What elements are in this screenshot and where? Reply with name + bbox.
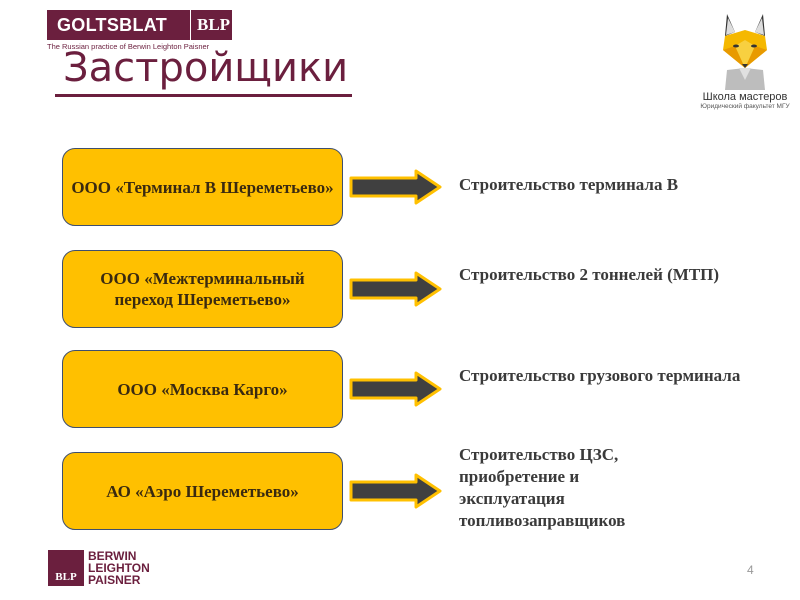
logo-subtitle: The Russian practice of Berwin Leighton … bbox=[47, 42, 210, 51]
blp-logo: BLP BERWIN LEIGHTON PAISNER bbox=[48, 550, 150, 586]
blp-line: LEIGHTON bbox=[88, 561, 150, 575]
logo-bar: GOLTSBLAT BLP bbox=[47, 10, 232, 40]
company-box: ООО «Москва Карго» bbox=[62, 350, 343, 428]
activity-text: Строительство 2 тоннелей (МТП) bbox=[459, 265, 720, 284]
developer-row: ООО «Межтерминальный переход Шереметьево… bbox=[62, 250, 762, 328]
page-number: 4 bbox=[747, 563, 754, 577]
activity-text: Строительство грузового терминала bbox=[459, 366, 741, 385]
developer-row: АО «Аэро Шереметьево» Строительство ЦЗС,… bbox=[62, 445, 762, 530]
developer-row: ООО «Терминал В Шереметьево» Строительст… bbox=[62, 148, 762, 226]
page-title: Застройщики bbox=[55, 42, 353, 97]
arrow-right-icon bbox=[349, 169, 442, 205]
company-box: ООО «Терминал В Шереметьево» bbox=[62, 148, 343, 226]
logo-main-text: GOLTSBLAT bbox=[57, 14, 168, 35]
faculty-name: Юридический факультет МГУ bbox=[700, 103, 790, 110]
blp-line: PAISNER bbox=[88, 573, 141, 587]
goltsblat-logo: GOLTSBLAT BLP The Russian practice of Be… bbox=[47, 10, 232, 51]
activity-text: Строительство терминала В bbox=[459, 175, 679, 194]
blp-wordmark: BERWIN LEIGHTON PAISNER bbox=[88, 550, 150, 586]
activity-text: Строительство ЦЗС, приобретение и эксплу… bbox=[459, 445, 626, 530]
fox-icon bbox=[723, 14, 767, 90]
company-box: АО «Аэро Шереметьево» bbox=[62, 452, 343, 530]
developer-row: ООО «Москва Карго» Строительство грузово… bbox=[62, 350, 762, 428]
arrow-right-icon bbox=[349, 473, 442, 509]
arrow-right-icon bbox=[349, 371, 442, 407]
logo-mark: BLP bbox=[197, 15, 231, 34]
blp-line: BERWIN bbox=[88, 549, 137, 563]
school-name: Школа мастеров bbox=[702, 91, 788, 103]
company-box: ООО «Межтерминальный переход Шереметьево… bbox=[62, 250, 343, 328]
blp-mark: BLP bbox=[48, 550, 84, 586]
school-logo: Школа мастеров Юридический факультет МГУ bbox=[690, 10, 800, 110]
logo-divider bbox=[190, 10, 191, 40]
arrow-right-icon bbox=[349, 271, 442, 307]
